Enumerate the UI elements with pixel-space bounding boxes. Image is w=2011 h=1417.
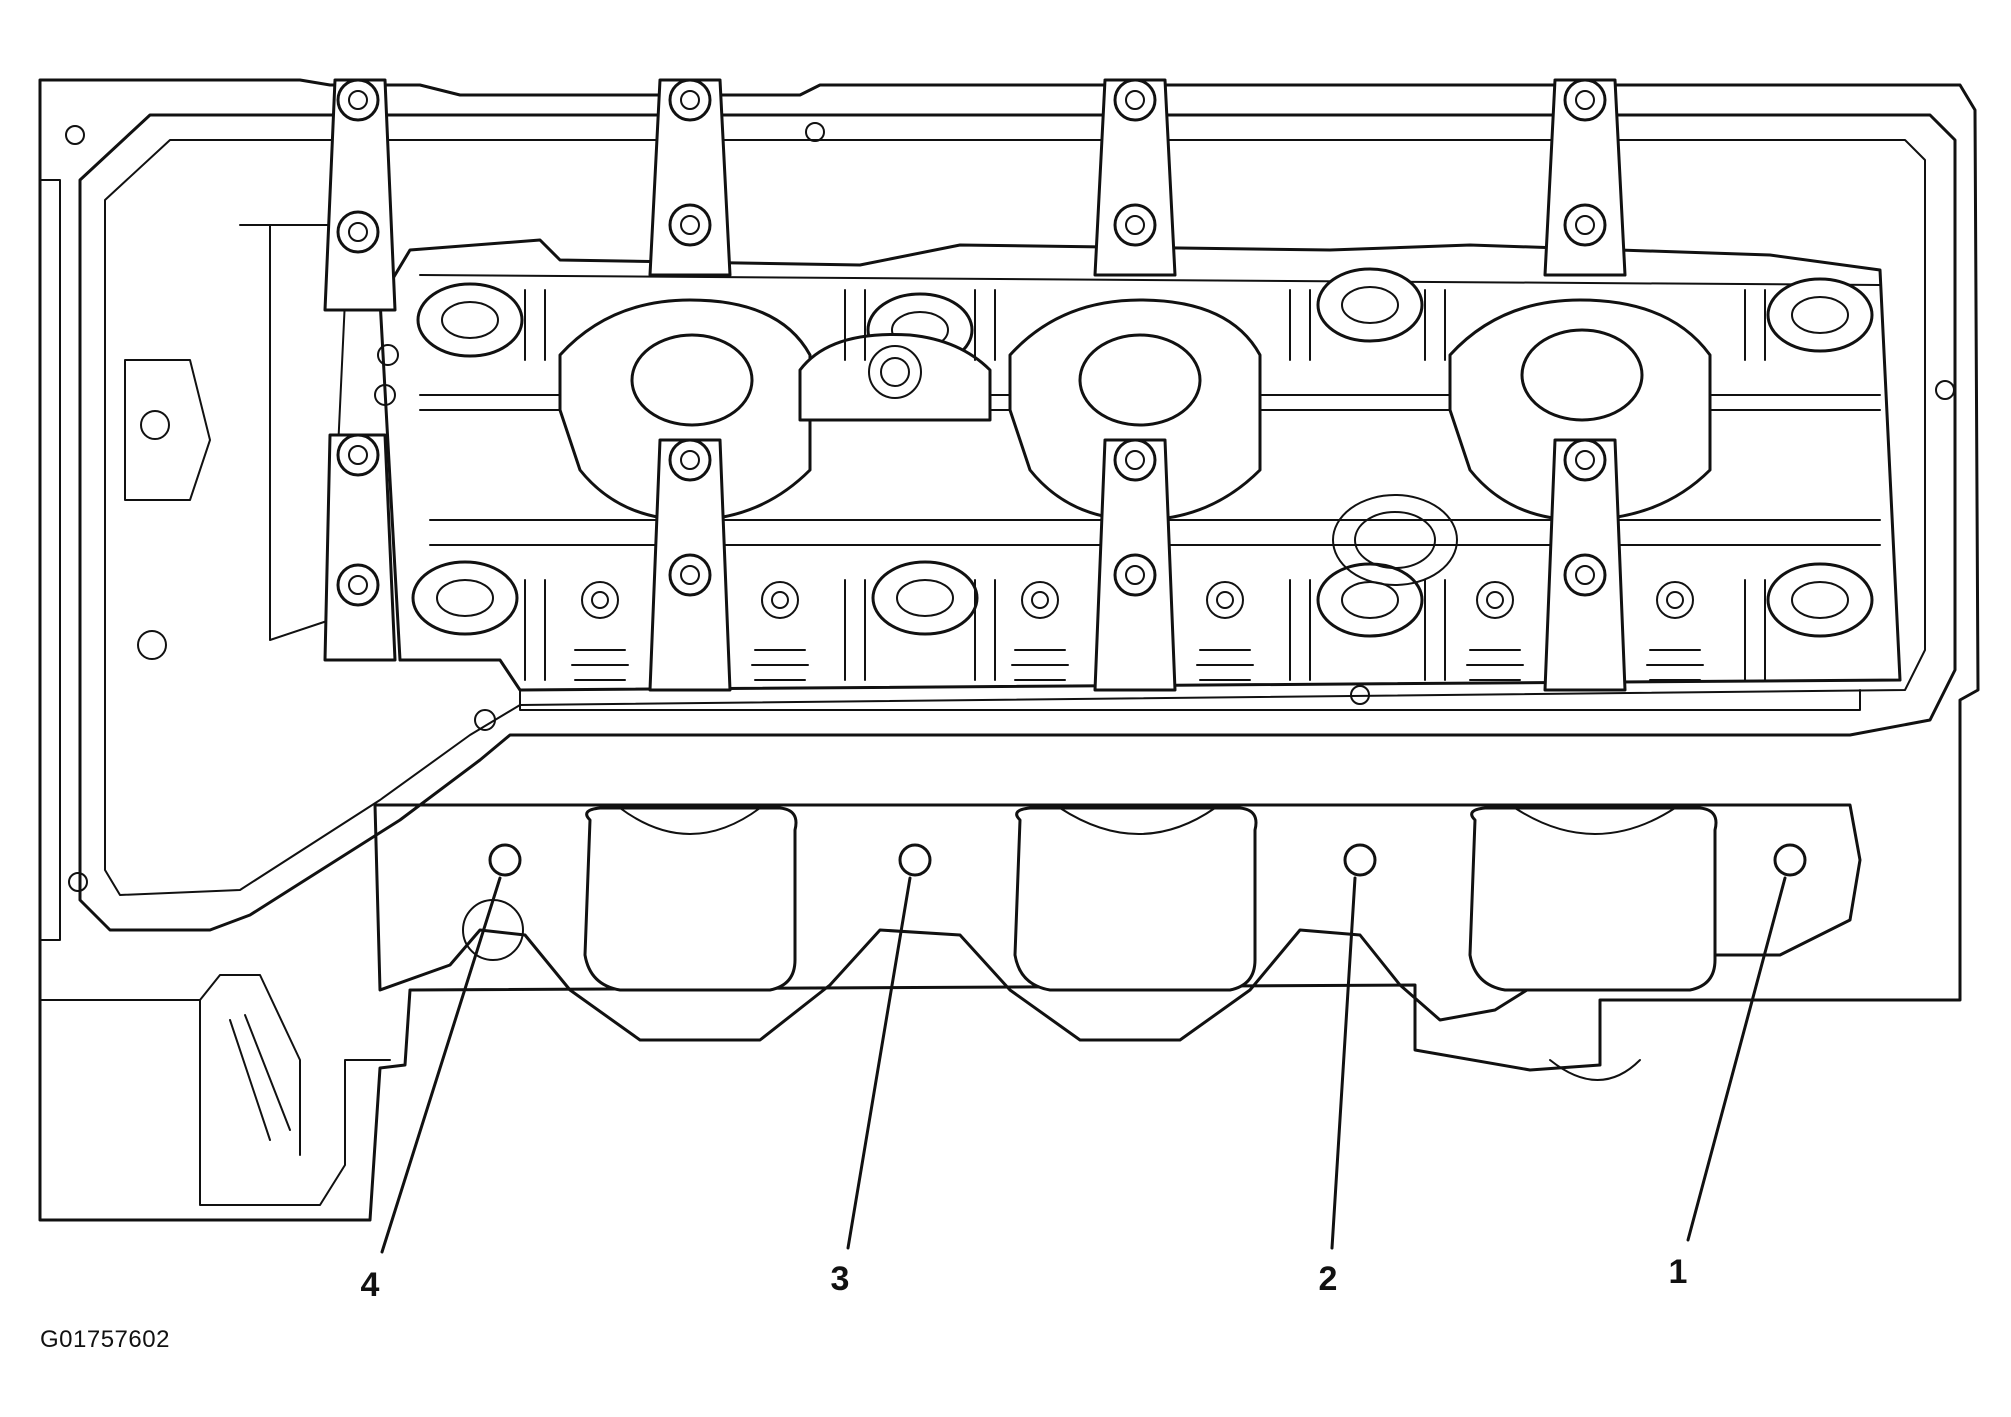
cam-divider-ribs: [524, 289, 1766, 681]
left-bolt-hole-1: [65, 125, 85, 145]
cap-strap-3: [1093, 78, 1177, 277]
deck-bolt-hole-a: [805, 122, 825, 142]
left-bolt-hole-3: [137, 630, 167, 660]
cam-bearing-cap-1: [558, 298, 812, 522]
exhaust-port-1: [583, 806, 798, 992]
cap-strap-1: [323, 78, 397, 312]
head-outer-outline: [38, 78, 1980, 1222]
exhaust-port-3: [1468, 806, 1718, 992]
cap-strap-2: [648, 78, 732, 277]
center-boss-hole: [868, 345, 922, 399]
deck-bolt-hole-c: [1935, 380, 1955, 400]
flange-lug-right: [1549, 1059, 1641, 1081]
cap-strap-4: [1543, 78, 1627, 277]
deck-bolt-hole-b: [1350, 685, 1370, 705]
cam-journal-row-upper: [416, 267, 1874, 368]
cam-bearing-cap-2: [1008, 298, 1262, 522]
left-bolt-hole-2: [140, 410, 170, 440]
exhaust-stud-hole-4: [488, 843, 522, 877]
cap-strap-5: [323, 433, 397, 662]
center-boss-hole-inner: [880, 357, 910, 387]
deck-bolt-hole-e: [374, 384, 396, 406]
oil-plug: [1332, 494, 1458, 586]
left-flange: [39, 179, 391, 1206]
cap-strap-6: [648, 438, 732, 692]
deck-bolt-hole-f: [474, 709, 496, 731]
cap-strap-7: [1093, 438, 1177, 692]
exhaust-port-2: [1013, 806, 1258, 992]
exhaust-stud-hole-3: [898, 843, 932, 877]
callout-label-4: 4: [360, 1266, 380, 1304]
cap-strap-8: [1543, 438, 1627, 692]
figure-id: G01757602: [40, 1326, 170, 1353]
deck-bolt-hole-d: [377, 344, 399, 366]
left-flange-detail: [199, 974, 301, 1156]
leader-line-2: [1330, 876, 1357, 1250]
exhaust-flange: [373, 803, 1862, 1042]
oil-plug-inner: [1354, 511, 1436, 569]
exhaust-stud-hole-1: [1773, 843, 1807, 877]
leader-line-3: [846, 876, 912, 1250]
cam-bearing-cap-3: [1448, 298, 1712, 522]
head-inner-rim: [78, 113, 1957, 932]
leader-line-1: [1686, 876, 1787, 1242]
valve-spring-row: [571, 581, 1704, 681]
leader-line-4: [380, 876, 502, 1254]
callout-label-2: 2: [1318, 1260, 1338, 1298]
head-inner-rim-2: [104, 139, 1926, 896]
center-boss: [798, 332, 992, 422]
left-pocket: [124, 224, 346, 641]
cam-journal-row-lower: [411, 560, 1874, 638]
callout-label-3: 3: [830, 1260, 850, 1298]
callout-label-1: 1: [1668, 1253, 1688, 1291]
exhaust-stud-hole-2: [1343, 843, 1377, 877]
left-bolt-hole-4: [68, 872, 88, 892]
